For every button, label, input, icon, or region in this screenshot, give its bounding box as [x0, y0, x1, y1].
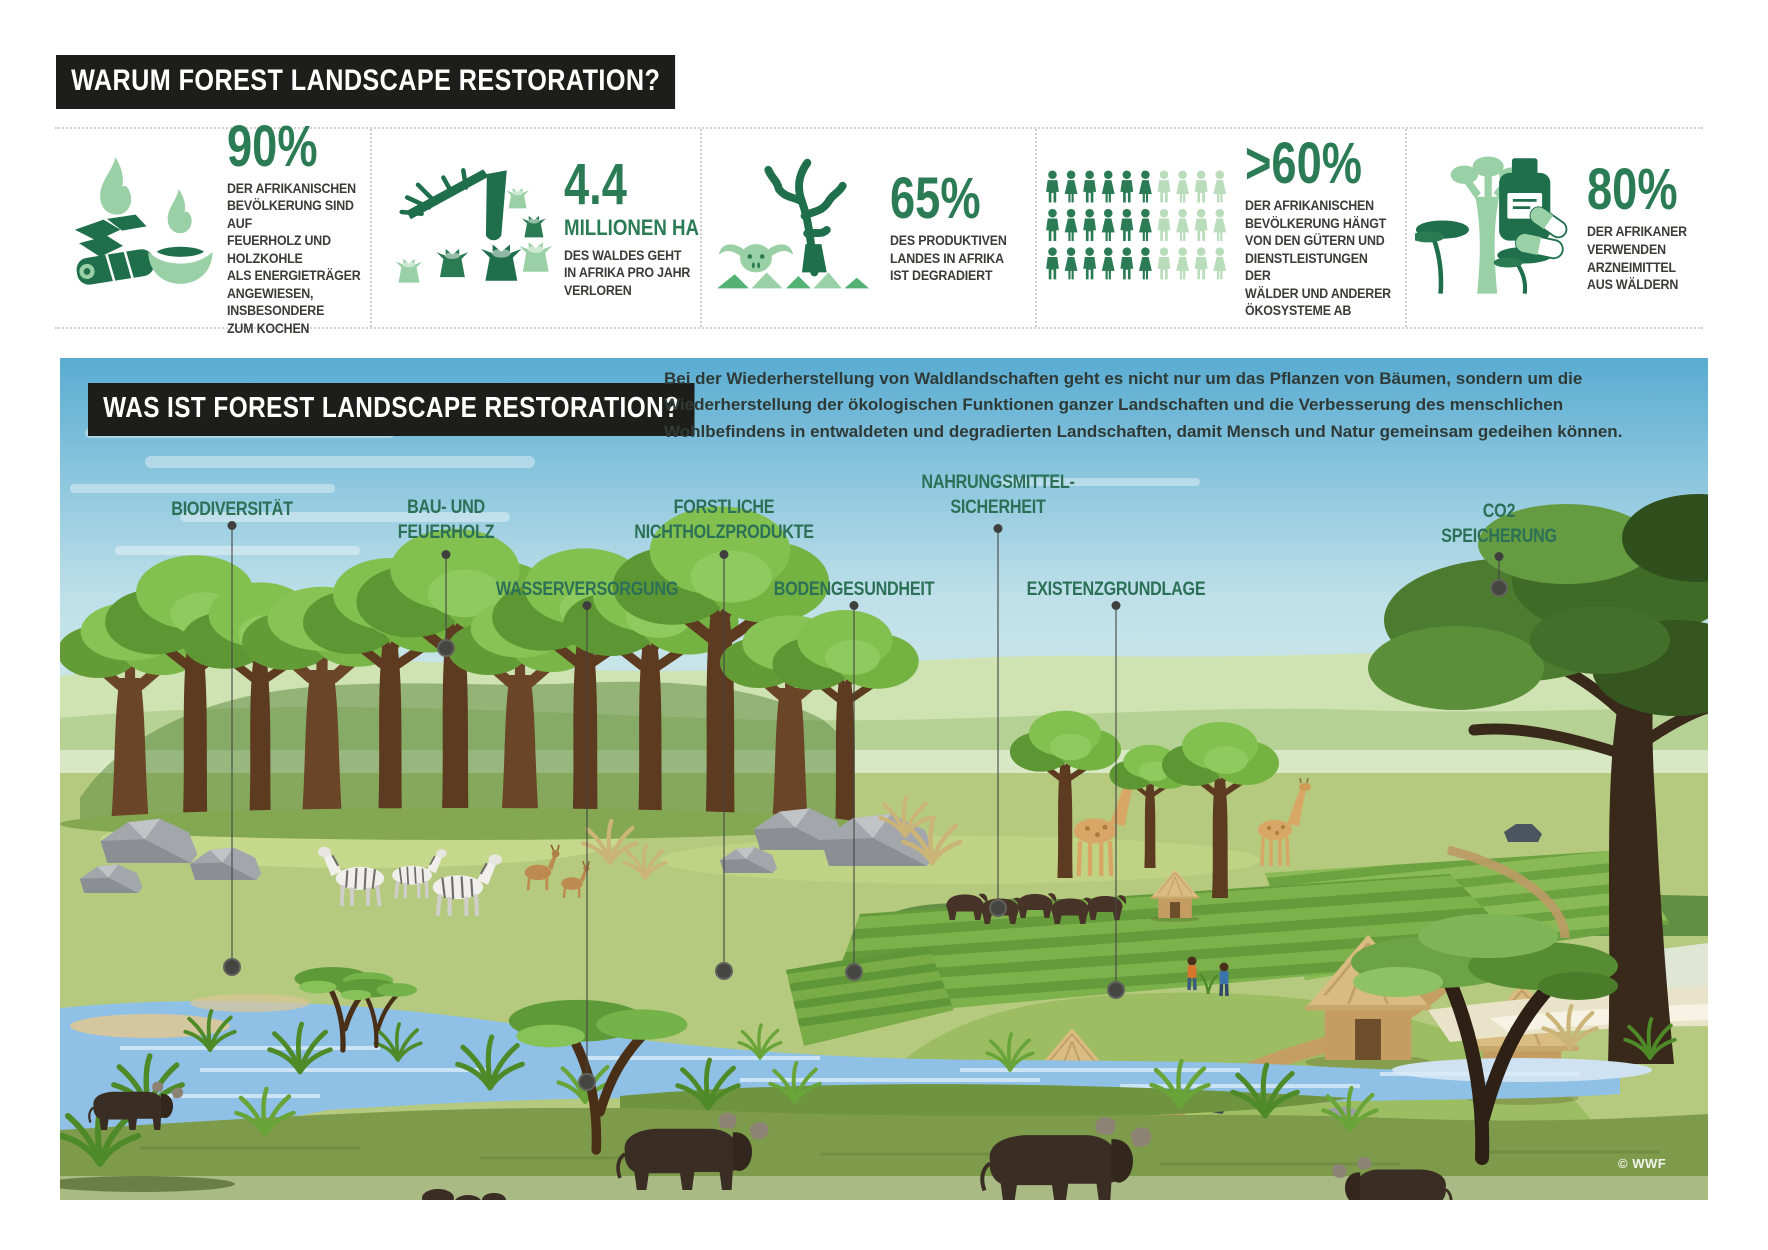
- people-planting: [1187, 956, 1229, 997]
- deforestation-stumps-icon: [380, 146, 553, 311]
- callout-line: [997, 530, 999, 908]
- stat-fuelwood: 90% DER AFRIKANISCHEN BEVÖLKERUNG SIND A…: [55, 117, 370, 336]
- callout-line: [1498, 558, 1500, 588]
- stat-degraded-land: 65% DES PRODUKTIVEN LANDES IN AFRIKA IST…: [700, 129, 1035, 327]
- charcoal-fire-icon: [63, 142, 215, 315]
- trees-medicine-icon: [1411, 143, 1575, 313]
- benefit-label-food-security: NAHRUNGSMITTEL- SICHERHEIT: [921, 472, 1075, 519]
- stat-value: 90%: [227, 113, 318, 179]
- stat-value: 4.4: [564, 151, 627, 217]
- stat-medicine: 80% DER AFRIKANER VERWENDEN ARZNEIMITTEL…: [1405, 129, 1703, 327]
- stat-desc: DER AFRIKANISCHEN BEVÖLKERUNG HÄNGT VON …: [1245, 198, 1391, 319]
- stat-value: 65%: [890, 166, 981, 232]
- stat-value: 80%: [1587, 157, 1678, 223]
- credit: © WWF: [1618, 1156, 1667, 1171]
- section-title: WAS IST FOREST LANDSCAPE RESTORATION?: [88, 383, 695, 436]
- benefit-label-co2-storage: CO2 SPEICHERUNG: [1441, 501, 1557, 548]
- page-title: WARUM FOREST LANDSCAPE RESTORATION?: [56, 55, 676, 109]
- landscape-illustration: [60, 358, 1708, 1200]
- callout-line: [723, 556, 725, 971]
- stat-value: >60%: [1245, 131, 1362, 197]
- stat-desc: DES PRODUKTIVEN LANDES IN AFRIKA IST DEG…: [890, 233, 1007, 284]
- benefit-label-biodiversity: BIODIVERSITÄT: [171, 499, 293, 520]
- stat-desc: DER AFRIKANISCHEN BEVÖLKERUNG SIND AUF F…: [227, 180, 361, 336]
- buffalo-herd: [88, 1080, 1453, 1200]
- foreground-tree: [1351, 914, 1618, 1165]
- stats-strip: 90% DER AFRIKANISCHEN BEVÖLKERUNG SIND A…: [55, 117, 1703, 336]
- callout-line: [853, 607, 855, 972]
- stat-desc: DER AFRIKANER VERWENDEN ARZNEIMITTEL AUS…: [1587, 224, 1687, 293]
- benefit-label-livelihood: EXISTENZGRUNDLAGE: [1026, 579, 1206, 600]
- stat-desc: DES WALDES GEHT IN AFRIKA PRO JAHR VERLO…: [564, 247, 691, 298]
- callout-line: [586, 607, 588, 1082]
- dead-tree-skull-icon: [710, 146, 878, 311]
- stat-forest-loss: 4.4 MILLIONEN HA DES WALDES GEHT IN AFRI…: [370, 129, 700, 327]
- large-co2-tree: [1368, 494, 1708, 1064]
- benefit-label-fuelwood: BAU- UND FEUERHOLZ: [397, 497, 495, 544]
- callout-line: [231, 527, 233, 967]
- stat-dependence: >60% DER AFRIKANISCHEN BEVÖLKERUNG HÄNGT…: [1035, 129, 1405, 327]
- distant-rock: [1504, 824, 1542, 842]
- benefit-label-water-supply: WASSERVERSORGUNG: [495, 579, 679, 600]
- benefit-label-soil-health: BODENGESUNDHEIT: [773, 579, 935, 600]
- population-pictogram-icon: [1045, 169, 1233, 287]
- stat-unit: MILLIONEN HA: [564, 214, 700, 240]
- callout-line: [1115, 607, 1117, 990]
- forest: [60, 506, 1279, 898]
- benefit-label-non-timber-products: FORSTLICHE NICHTHOLZPRODUKTE: [634, 497, 814, 544]
- savanna-scene: [60, 358, 1708, 1200]
- callout-line: [445, 556, 447, 648]
- section-intro: Bei der Wiederherstellung von Waldlandsc…: [664, 369, 1623, 441]
- distant-path: [1446, 845, 1570, 939]
